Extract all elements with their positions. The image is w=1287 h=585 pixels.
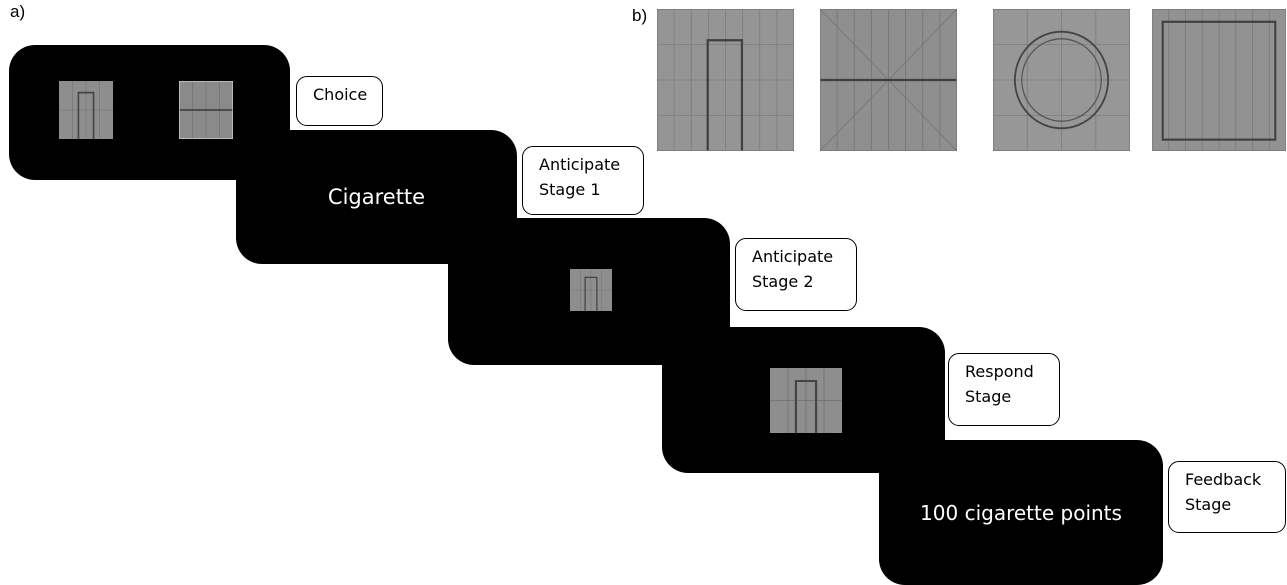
gate-stimulus-icon: [770, 368, 842, 433]
circle-pattern-icon: [993, 9, 1130, 151]
stage-label-line: Stage: [1185, 495, 1232, 514]
stage-label-line: Stage: [965, 387, 1012, 406]
stage-label-line: Stage 2: [752, 272, 814, 291]
gate-pattern-icon: [657, 9, 794, 151]
panel-label-a: a): [10, 2, 26, 21]
stage-label-line: Respond: [965, 362, 1034, 381]
anticipate-stage-1-label: Anticipate Stage 1: [522, 146, 644, 215]
feedback-stage-screen: 100 cigarette points: [879, 440, 1163, 585]
stage-label-line: Stage 1: [539, 180, 601, 199]
choice-stage-label: Choice: [296, 76, 383, 126]
panel-label-b: b): [632, 6, 648, 25]
feedback-points-text: 100 cigarette points: [920, 500, 1122, 525]
stimulus-category-text: Cigarette: [327, 185, 426, 209]
stage-label-line: Feedback: [1185, 470, 1262, 489]
square-pattern-icon: [1152, 9, 1286, 151]
anticipate-stage-2-label: Anticipate Stage 2: [735, 238, 857, 311]
cross-pattern-icon: [820, 9, 957, 151]
feedback-stage-label: Feedback Stage: [1168, 461, 1286, 533]
stage-label-line: Anticipate: [539, 155, 621, 174]
gate-stimulus-icon: [570, 269, 612, 311]
choice-screen: [9, 45, 290, 180]
stage-label-line: Anticipate: [752, 247, 834, 266]
cross-stimulus-icon: [179, 81, 233, 139]
gate-stimulus-icon: [59, 81, 113, 139]
stage-label-line: Choice: [313, 85, 368, 104]
respond-stage-label: Respond Stage: [948, 353, 1060, 426]
